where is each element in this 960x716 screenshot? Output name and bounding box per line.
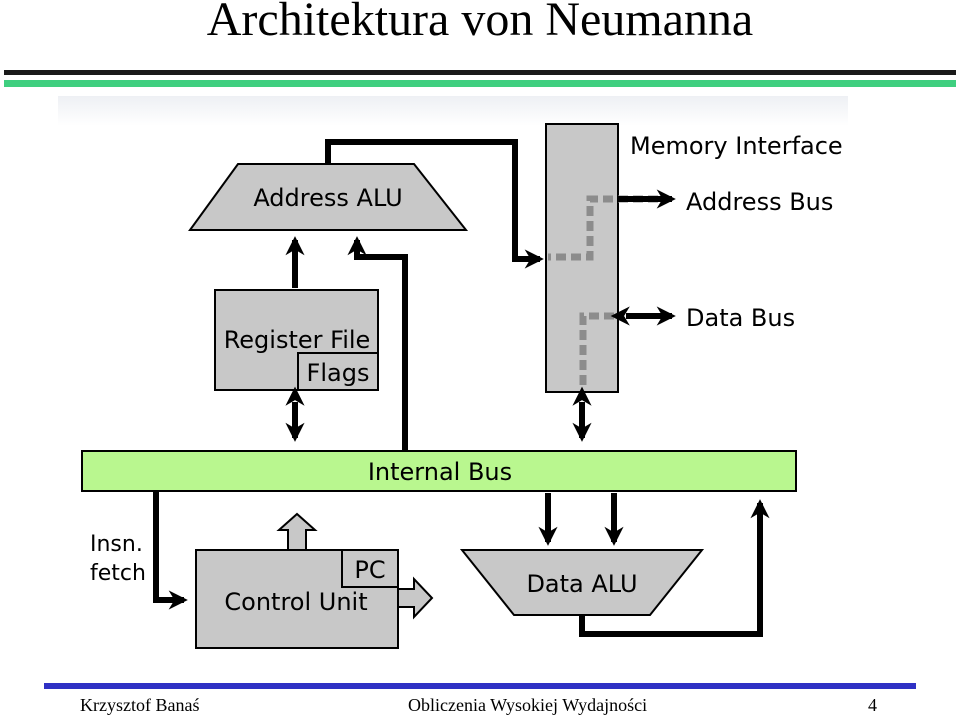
footer-author: Krzysztof Banaś [80, 695, 200, 715]
flags-label: Flags [307, 359, 370, 387]
slide-title: Architektura von Neumanna [206, 0, 754, 46]
memory-interface-label: Memory Interface [630, 132, 843, 160]
control-unit-right-arrow [397, 576, 434, 620]
data-bus-label: Data Bus [686, 304, 795, 332]
diagram-background [58, 96, 848, 126]
data-alu-feedback-wire [579, 499, 770, 637]
address-bus-label: Address Bus [686, 188, 833, 216]
bus-to-address-alu-wire [347, 236, 408, 451]
insn-fetch-wire [153, 491, 188, 610]
data-alu-block [459, 549, 705, 616]
footer-course: Obliczenia Wysokiej Wydajności [408, 695, 648, 715]
page-number: 4 [868, 695, 877, 715]
title-rule-dark [4, 70, 956, 75]
data-dashed-path [579, 312, 614, 390]
control-unit-label: Control Unit [224, 588, 367, 616]
address-alu-block [188, 163, 469, 231]
internal-bus-label: Internal Bus [368, 458, 512, 486]
pc-label: PC [354, 556, 385, 584]
control-unit-up-arrow [276, 512, 318, 551]
insn-fetch-label-line2: fetch [90, 561, 146, 586]
insn-fetch-label-line1: Insn. [90, 532, 143, 557]
internal-bus-block [81, 450, 797, 492]
title-rule-green [4, 80, 956, 87]
footer-bar [44, 683, 916, 689]
address-alu-label: Address ALU [253, 184, 402, 212]
pc-box [341, 549, 399, 588]
data-alu-label: Data ALU [526, 570, 637, 598]
address-alu-to-memory-wire [325, 139, 544, 269]
register-file-label: Register File [224, 326, 371, 354]
flags-box [297, 352, 379, 391]
